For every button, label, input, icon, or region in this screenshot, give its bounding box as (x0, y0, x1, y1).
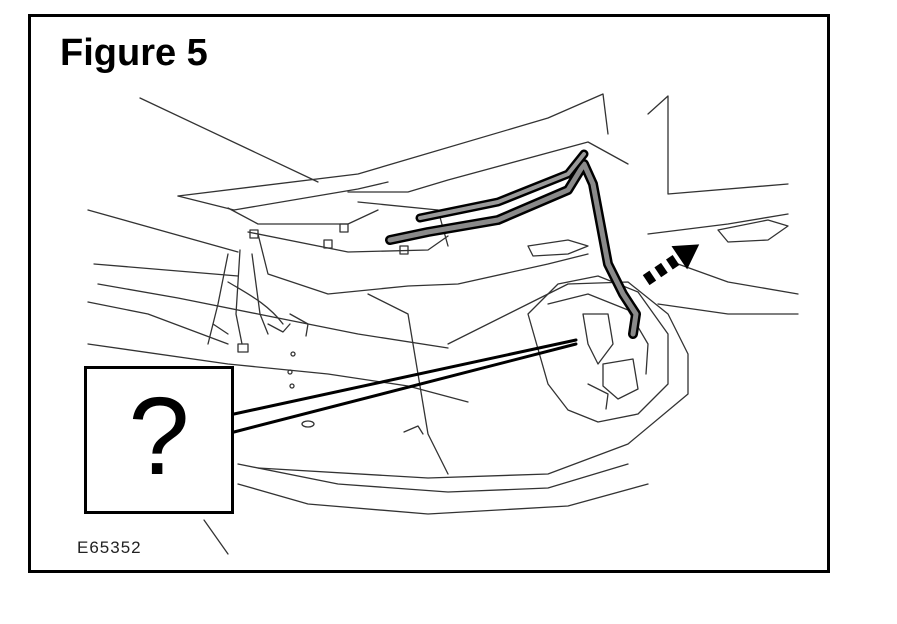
unknown-part-callout-box: ? (84, 366, 234, 514)
technical-line-drawing (87, 93, 799, 555)
figure-title: Figure 5 (60, 32, 208, 74)
reference-code: E65352 (77, 538, 142, 557)
question-mark-symbol: ? (128, 375, 190, 498)
